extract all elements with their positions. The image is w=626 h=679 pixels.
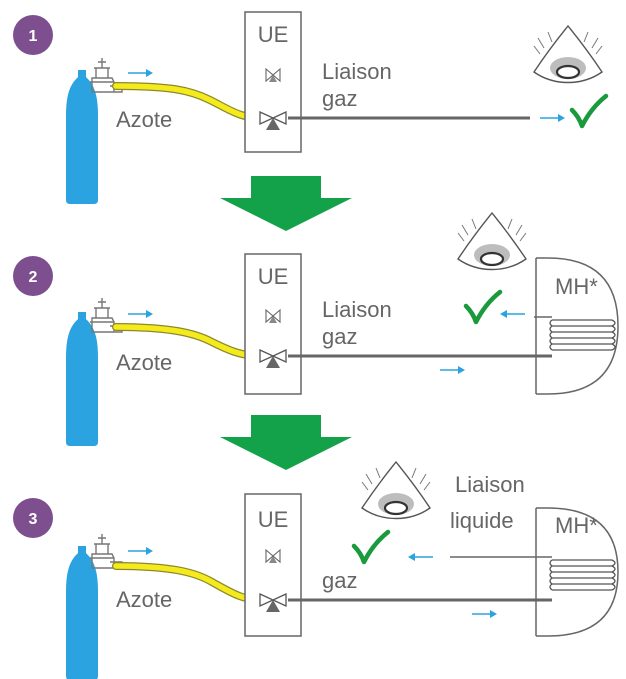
source-label: Azote	[116, 350, 172, 375]
module-label: MH*	[555, 274, 598, 299]
liquid-link-type-label: liquide	[450, 508, 514, 533]
flow-arrow-icon	[439, 365, 466, 375]
step-number: 1	[29, 28, 38, 45]
arrow-down-icon	[220, 415, 352, 470]
hose	[113, 83, 265, 121]
step-badge: 3	[13, 498, 53, 538]
link-label: Liaison	[322, 297, 392, 322]
gas-cylinder-icon	[66, 546, 98, 679]
flow-arrow-icon	[539, 113, 566, 123]
gas-label: gaz	[322, 568, 357, 593]
link-label: Liaison	[322, 59, 392, 84]
step-number: 3	[29, 511, 38, 528]
checkmark-icon	[354, 532, 388, 562]
liquid-link-label: Liaison	[455, 472, 525, 497]
flow-arrow-icon	[407, 552, 434, 562]
hose	[113, 324, 265, 359]
ue-box	[244, 493, 302, 637]
link-type-label: gaz	[322, 324, 357, 349]
ue-label: UE	[258, 507, 289, 532]
step-2: 2 Azote UE MH* Liaison gaz	[13, 211, 619, 446]
step-number: 2	[29, 269, 38, 286]
step-3: 3 Azote UE MH* Liaison liquide gaz	[13, 460, 619, 679]
module-label: MH*	[555, 513, 598, 538]
gas-cylinder-icon	[66, 70, 98, 204]
flow-arrow-icon	[499, 309, 526, 319]
link-type-label: gaz	[322, 86, 357, 111]
checkmark-icon	[466, 292, 500, 322]
flow-arrow-icon	[127, 309, 154, 319]
detector-icon	[532, 24, 604, 84]
step-badge: 2	[13, 256, 53, 296]
flow-arrow-icon	[127, 68, 154, 78]
ue-box	[244, 253, 302, 395]
arrow-down-icon	[220, 176, 352, 231]
step-badge: 1	[13, 15, 53, 55]
checkmark-icon	[572, 96, 606, 126]
source-label: Azote	[116, 107, 172, 132]
hose	[113, 563, 265, 603]
source-label: Azote	[116, 587, 172, 612]
ue-label: UE	[258, 22, 289, 47]
flow-arrow-icon	[471, 609, 498, 619]
flow-arrow-icon	[127, 546, 154, 556]
detector-icon	[456, 211, 528, 271]
ue-label: UE	[258, 264, 289, 289]
detector-icon	[360, 460, 432, 520]
step-1: 1 Azote UE Liaison gaz	[13, 11, 606, 204]
